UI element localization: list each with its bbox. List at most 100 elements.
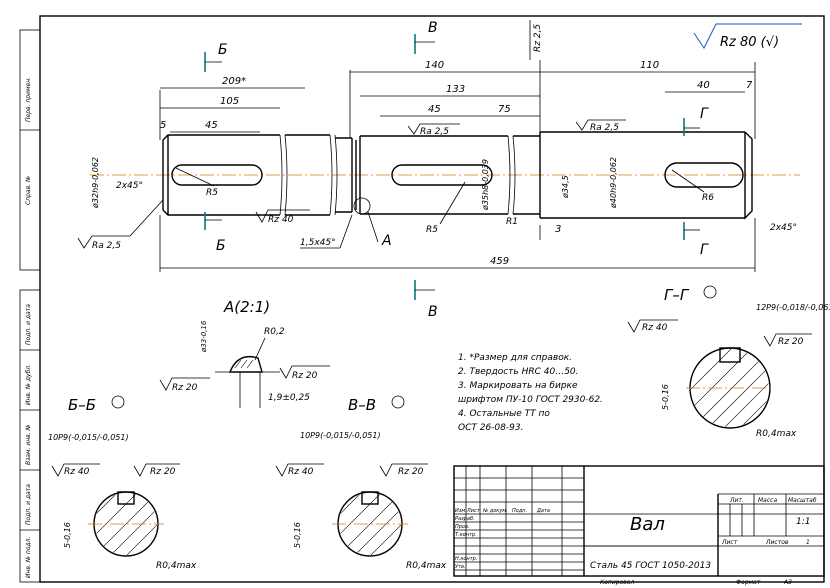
svg-text:Г–Г: Г–Г xyxy=(664,286,690,304)
svg-text:R0,4max: R0,4max xyxy=(406,561,447,571)
dia-32: ø32h9-0,062 xyxy=(91,157,100,209)
svg-text:Rz 40: Rz 40 xyxy=(268,215,294,225)
keyway-right xyxy=(664,162,744,188)
svg-text:R6: R6 xyxy=(702,193,714,203)
svg-text:105: 105 xyxy=(220,96,239,107)
svg-text:Подп.: Подп. xyxy=(512,508,527,514)
svg-text:Б: Б xyxy=(218,42,228,58)
svg-text:7: 7 xyxy=(746,80,753,91)
svg-text:Rz 40: Rz 40 xyxy=(288,467,314,477)
surface-roughness-symbol: Rz 80 (√) xyxy=(693,23,802,50)
section-v-v: В–В 10P9(-0,015/-0,051) Rz 40 Rz 20 5-0,… xyxy=(275,395,447,571)
svg-text:Н.контр.: Н.контр. xyxy=(455,556,477,562)
detail-a-label: A xyxy=(381,233,392,249)
svg-text:Масштаб: Масштаб xyxy=(788,497,817,504)
svg-text:Rz 20: Rz 20 xyxy=(778,337,804,347)
svg-text:ø33-0,16: ø33-0,16 xyxy=(200,320,208,353)
svg-text:75: 75 xyxy=(498,104,511,115)
svg-text:1,5x45°: 1,5x45° xyxy=(300,238,336,248)
svg-text:Лист: Лист xyxy=(721,539,738,546)
svg-text:Ra 2,5: Ra 2,5 xyxy=(92,241,121,251)
svg-text:Масса: Масса xyxy=(758,497,777,504)
section-b-b: Б–Б 10P9(-0,015/-0,051) Rz 40 Rz 20 5-0,… xyxy=(48,395,197,571)
ra25-callouts: Ra 2,5 Ra 2,5 Ra 2,5 xyxy=(77,119,626,251)
svg-text:459: 459 xyxy=(490,256,509,267)
svg-text:ОСТ 26-08-93.: ОСТ 26-08-93. xyxy=(458,423,523,433)
svg-text:5-0,16: 5-0,16 xyxy=(63,522,72,548)
svg-text:1,9±0,25: 1,9±0,25 xyxy=(268,393,310,403)
detail-a-title: A(2:1) xyxy=(223,298,270,316)
svg-text:140: 140 xyxy=(425,60,444,71)
svg-text:Rz 40: Rz 40 xyxy=(642,323,668,333)
svg-text:Rz 20: Rz 20 xyxy=(292,371,318,381)
svg-text:Разраб.: Разраб. xyxy=(455,516,475,522)
svg-text:1:1: 1:1 xyxy=(796,517,810,527)
rz40-callout: Rz 40 xyxy=(255,209,310,225)
svg-text:12P9(-0,018/-0,061): 12P9(-0,018/-0,061) xyxy=(756,303,830,312)
svg-text:2. Твердость HRC 40…50.: 2. Твердость HRC 40…50. xyxy=(458,367,579,377)
svg-text:R0,2: R0,2 xyxy=(264,327,285,337)
svg-text:Пров.: Пров. xyxy=(455,524,470,530)
dimensions-top: 209* 105 45 5 140 133 45 75 110 40 7 Rz … xyxy=(159,20,756,140)
dimensions-bottom: 459 3 2x45° 2x45° 1,5x45° xyxy=(116,181,797,272)
material-text: Сталь 45 ГОСТ 1050-2013 xyxy=(590,561,711,571)
surface-roughness-text: Rz 80 (√) xyxy=(720,35,779,50)
svg-text:Формат: Формат xyxy=(736,579,761,586)
dia-40: ø40h9-0,062 xyxy=(609,157,618,209)
svg-text:Ra 2,5: Ra 2,5 xyxy=(420,127,449,137)
detail-a-view: A(2:1) ø33-0,16 R0,2 Rz 20 Rz 20 1,9±0,2… xyxy=(159,298,330,408)
part-name: Вал xyxy=(630,514,665,535)
svg-text:1: 1 xyxy=(806,539,810,546)
side-strip-bottom xyxy=(19,289,41,583)
svg-text:5-0,16: 5-0,16 xyxy=(293,522,302,548)
side-label-1: Перв. примен. xyxy=(25,77,32,122)
svg-text:10P9(-0,015/-0,051): 10P9(-0,015/-0,051) xyxy=(48,433,129,442)
svg-text:Т.контр.: Т.контр. xyxy=(455,532,477,538)
shaft-main-view: A xyxy=(90,131,800,249)
svg-text:Утв.: Утв. xyxy=(455,564,466,570)
svg-text:133: 133 xyxy=(446,84,465,95)
side-label-6: Подп. и дата xyxy=(25,484,32,525)
svg-text:R5: R5 xyxy=(206,188,218,198)
svg-text:3. Маркировать на бирке: 3. Маркировать на бирке xyxy=(458,381,578,391)
svg-text:В: В xyxy=(428,304,438,320)
svg-text:Ra 2,5: Ra 2,5 xyxy=(590,123,619,133)
keyway-left xyxy=(171,164,263,186)
svg-text:Rz 20: Rz 20 xyxy=(398,467,424,477)
svg-text:Rz 2,5: Rz 2,5 xyxy=(533,24,543,52)
svg-text:5: 5 xyxy=(160,120,166,131)
side-label-7: Инв. № подл. xyxy=(25,537,32,578)
svg-text:Г: Г xyxy=(700,242,709,258)
svg-text:Б: Б xyxy=(216,238,226,254)
side-label-2: Справ. № xyxy=(25,176,32,205)
svg-text:10P9(-0,015/-0,051): 10P9(-0,015/-0,051) xyxy=(300,431,381,440)
svg-text:R5: R5 xyxy=(426,225,438,235)
svg-text:5-0,16: 5-0,16 xyxy=(661,384,670,410)
svg-text:110: 110 xyxy=(640,60,659,71)
svg-text:№ докум.: № докум. xyxy=(482,508,508,514)
svg-text:2x45°: 2x45° xyxy=(116,181,143,191)
svg-text:Г: Г xyxy=(700,106,709,122)
drawing-frame xyxy=(39,15,825,583)
section-g-g: Г–Г 12P9(-0,018/-0,061) Rz 40 Rz 20 5-0,… xyxy=(627,285,830,439)
keyway-middle xyxy=(391,164,493,186)
svg-text:Изм.: Изм. xyxy=(455,508,467,514)
side-label-4: Инв. № дубл. xyxy=(25,364,32,405)
svg-text:Rz 20: Rz 20 xyxy=(172,383,198,393)
svg-text:2x45°: 2x45° xyxy=(770,223,797,233)
section-markers: Б Б В В Г Г xyxy=(204,20,709,320)
side-label-3: Подп. и дата xyxy=(25,304,32,345)
dia-34-5: ø34,5 xyxy=(561,175,570,199)
svg-text:Лит.: Лит. xyxy=(729,497,744,504)
svg-text:Лист: Лист xyxy=(466,508,481,514)
svg-text:45: 45 xyxy=(428,104,441,115)
svg-text:Б–Б: Б–Б xyxy=(68,396,96,414)
svg-text:R1: R1 xyxy=(506,217,518,227)
svg-text:3: 3 xyxy=(555,224,561,235)
title-block: Изм. Лист № докум. Подп. Дата Разраб. Пр… xyxy=(453,465,825,586)
svg-text:45: 45 xyxy=(205,120,218,131)
svg-text:Rz 20: Rz 20 xyxy=(150,467,176,477)
side-label-5: Взам. инв. № xyxy=(25,424,32,465)
svg-text:Копировал: Копировал xyxy=(600,579,634,586)
svg-text:A3: A3 xyxy=(783,579,792,586)
